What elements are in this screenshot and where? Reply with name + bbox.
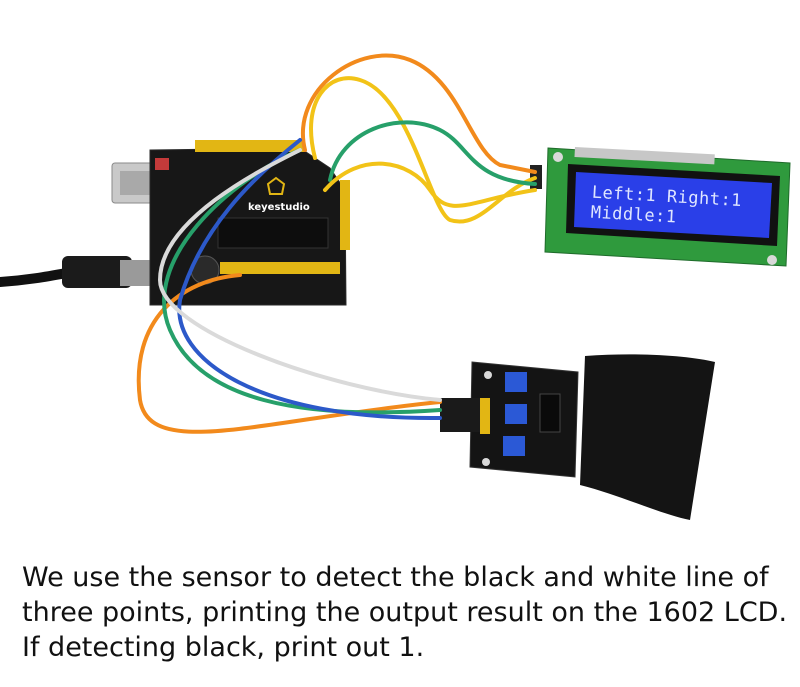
black-tape bbox=[580, 354, 715, 520]
power-cable bbox=[0, 256, 150, 288]
lcd-line-2: Middle:1 bbox=[590, 203, 677, 228]
caption: We use the sensor to detect the black an… bbox=[22, 560, 792, 665]
lcd-module: Left:1 Right:1 Middle:1 bbox=[530, 147, 791, 267]
wiring-photo: keyestudio Left:1 Right:1 Middle:1 bbox=[0, 53, 791, 520]
caption-line-2: three points, printing the output result… bbox=[22, 597, 788, 628]
arduino-board: keyestudio bbox=[149, 140, 350, 306]
board-brand: keyestudio bbox=[248, 202, 310, 213]
lcd-screen bbox=[574, 172, 772, 238]
jumper-wires bbox=[136, 53, 537, 434]
caption-line-1: We use the sensor to detect the black an… bbox=[22, 562, 769, 593]
brand-logo-icon bbox=[266, 176, 286, 195]
caption-line-3: If detecting black, print out 1. bbox=[22, 632, 425, 663]
line-sensor-module bbox=[440, 361, 579, 478]
usb-cable bbox=[111, 162, 161, 204]
